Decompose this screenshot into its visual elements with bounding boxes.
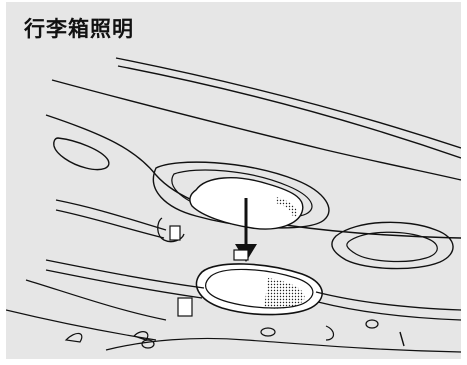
right-recess: [331, 221, 454, 270]
lens-cover-texture: [275, 197, 298, 217]
frame-line-left: [25, 279, 167, 321]
right-recess-inner: [346, 231, 438, 263]
figure-title: 行李箱照明: [24, 17, 134, 41]
hole-3: [141, 339, 155, 349]
harness-upper-2: [55, 209, 165, 239]
connector-bottom: [177, 297, 193, 317]
pin-right: [399, 331, 405, 347]
lid-top-edge-line-2: [117, 65, 461, 159]
center-recess: [152, 161, 330, 229]
hole-5: [325, 325, 335, 341]
hole-6: [365, 319, 379, 329]
lid-inner-contour: [51, 79, 461, 181]
light-lens-texture: [264, 278, 305, 309]
frame-bottom-line: [105, 337, 461, 353]
hole-1: [64, 332, 83, 343]
hole-4: [260, 327, 276, 337]
harness-right-2: [317, 301, 461, 321]
lid-top-edge-line: [115, 57, 461, 149]
connector-left: [169, 225, 181, 241]
housing-tab: [233, 249, 249, 261]
left-opening: [53, 137, 110, 171]
trunk-lid-drawing: [6, 57, 461, 353]
harness-mid: [45, 259, 205, 289]
harness-upper: [55, 199, 167, 231]
trunk-light-illustration: [6, 40, 461, 359]
harness-mid-2: [45, 269, 203, 299]
harness-right: [315, 291, 461, 311]
light-housing-inner: [205, 268, 314, 309]
